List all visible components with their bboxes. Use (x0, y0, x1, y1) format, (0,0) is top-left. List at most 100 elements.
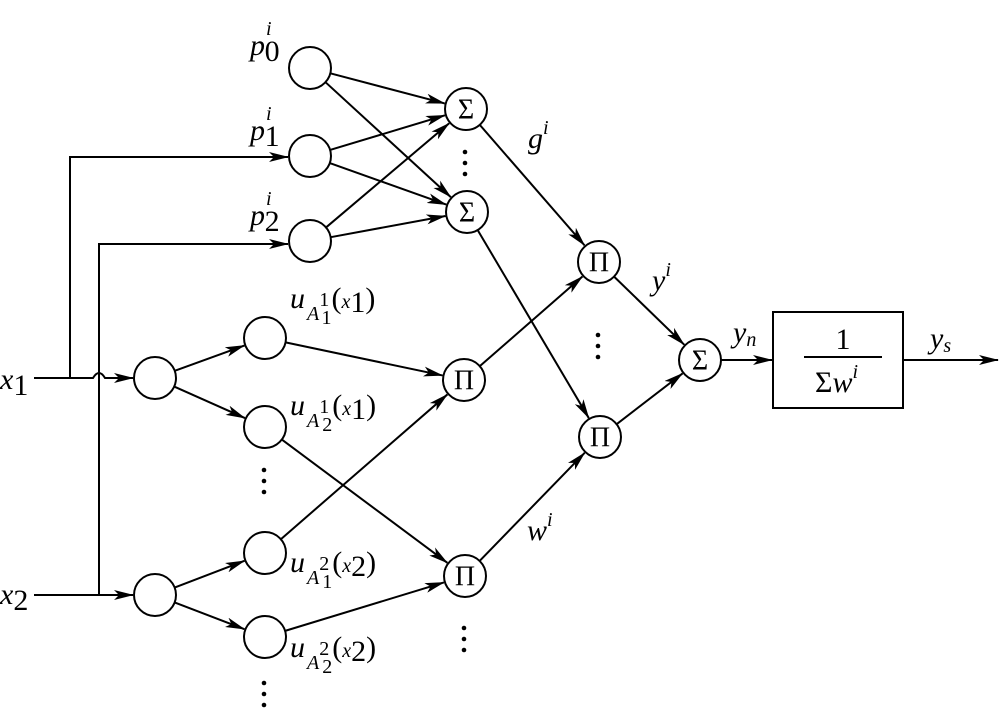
sum-symbol: Σ (459, 198, 475, 229)
node-circle (577, 240, 621, 284)
edge-p2-to-s2 (330, 214, 447, 239)
ellipsis-dot (261, 691, 267, 697)
normalizer-denominator: Σwi (815, 361, 858, 399)
input-label-x2: x2 (0, 578, 28, 617)
signal-label-ys: ys (927, 322, 951, 357)
signal-label-w: wi (527, 509, 553, 547)
ellipsis-2 (595, 332, 601, 360)
node-circle (288, 134, 332, 178)
sum-symbol: Σ (458, 95, 474, 126)
signal-label-y: yi (649, 259, 671, 297)
product-symbol: Π (455, 562, 475, 593)
edge-s2-to-q4 (476, 229, 590, 419)
node-circle (445, 190, 489, 234)
neuron-node-a (133, 356, 177, 400)
node-circle (443, 554, 487, 598)
x2-to-p2-line (98, 239, 289, 595)
product-node-q2: Π (443, 554, 487, 598)
sum-node-s2: Σ (445, 190, 489, 234)
ellipsis-dot (261, 467, 267, 473)
edge-m22-to-q2 (284, 581, 445, 632)
node-circle (442, 358, 486, 402)
node-circle (288, 219, 332, 263)
edge-b-to-m22 (174, 601, 246, 631)
ellipsis-dot (595, 343, 601, 349)
input-label-x1: x1 (0, 363, 28, 402)
edge-p2-to-s1 (325, 122, 450, 229)
edge-b-to-m12 (174, 559, 246, 589)
neuron-node-p0 (288, 46, 332, 90)
product-node-q4: Π (578, 415, 622, 459)
node-circle (288, 46, 332, 90)
ellipsis-4 (461, 625, 467, 653)
edge-m21-to-q2 (281, 438, 449, 564)
x1-line (34, 372, 134, 383)
node-circle (133, 356, 177, 400)
neuron-node-m22 (243, 615, 287, 659)
ellipsis-dot (595, 332, 601, 338)
normalizer-box (772, 311, 904, 409)
node-circle (133, 573, 177, 617)
product-node-q1: Π (442, 358, 486, 402)
neuron-node-m11 (243, 316, 287, 360)
ellipsis-3 (261, 680, 267, 708)
signal-label-g: gi (528, 117, 549, 155)
edge-m11-to-q1 (285, 341, 444, 377)
node-circle (243, 615, 287, 659)
normalizer-numerator: 1 (836, 323, 851, 356)
edge-p0-to-s2 (324, 81, 452, 198)
edge-s1-to-q3 (479, 124, 586, 247)
normalizer-block: 1 Σwi (772, 311, 904, 409)
sum-node-s1: Σ (444, 87, 488, 131)
node-circle (578, 415, 622, 459)
ellipsis-0 (462, 149, 468, 177)
product-symbol: Π (590, 423, 610, 454)
edge-q3-to-s3 (613, 275, 685, 346)
nodes: Σ Σ Π Π Π Π Σ (133, 46, 722, 659)
node-circle (243, 316, 287, 360)
sum-symbol: Σ (692, 346, 708, 377)
edge-p0-to-s1 (330, 72, 446, 105)
ellipsis-dot (261, 489, 267, 495)
edge-a-to-m21 (173, 385, 246, 419)
ellipsis-dot (261, 702, 267, 708)
node-circle (444, 87, 488, 131)
neuron-node-b (133, 573, 177, 617)
ellipsis-dot (261, 478, 267, 484)
neuron-node-m12 (243, 531, 287, 575)
node-circle (243, 405, 287, 449)
ellipsis-marks (261, 149, 601, 708)
product-symbol: Π (454, 366, 474, 397)
edge-a-to-m11 (174, 344, 246, 372)
edge-p1-to-s2 (329, 162, 448, 206)
neuron-node-p2 (288, 219, 332, 263)
ellipsis-dot (461, 647, 467, 653)
neuron-node-p1 (288, 134, 332, 178)
edge-q2-to-q4 (478, 452, 586, 562)
product-symbol: Π (589, 248, 609, 279)
ellipsis-dot (461, 636, 467, 642)
ellipsis-dot (462, 171, 468, 177)
signal-label-yn: yn (730, 316, 756, 351)
edges (173, 72, 685, 632)
edge-p1-to-s1 (329, 114, 446, 151)
ellipsis-dot (595, 354, 601, 360)
edge-q4-to-s3 (616, 372, 684, 425)
node-circle (243, 531, 287, 575)
product-node-q3: Π (577, 240, 621, 284)
ellipsis-dot (461, 625, 467, 631)
neuron-node-m21 (243, 405, 287, 449)
sum-node-s3: Σ (678, 338, 722, 382)
x1-to-p1-line (69, 152, 289, 378)
ellipsis-dot (462, 160, 468, 166)
ellipsis-dot (261, 680, 267, 686)
ellipsis-dot (462, 149, 468, 155)
